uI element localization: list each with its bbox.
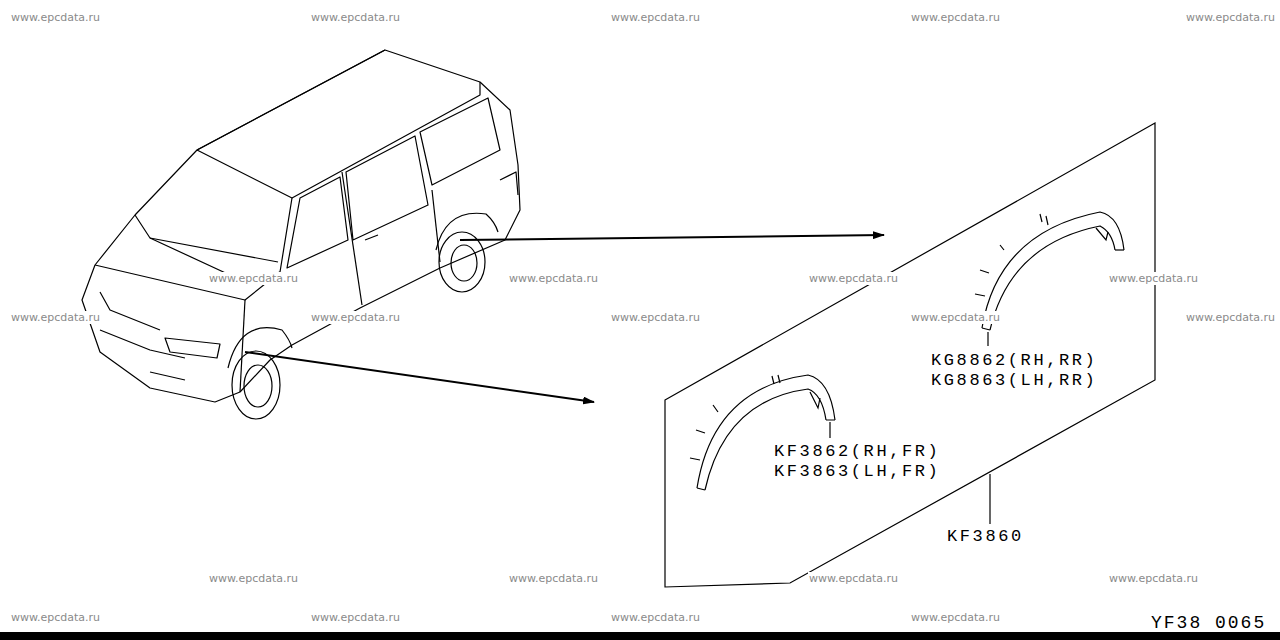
watermark: www.epcdata.ru	[610, 311, 701, 324]
watermark: www.epcdata.ru	[310, 11, 401, 24]
watermark: www.epcdata.ru	[1185, 11, 1276, 24]
part-number: KF3863(LH,FR)	[773, 462, 941, 481]
watermark: www.epcdata.ru	[910, 311, 1001, 324]
part-number: KF3860	[946, 527, 1025, 546]
watermark: www.epcdata.ru	[208, 572, 299, 585]
watermark: www.epcdata.ru	[208, 272, 299, 285]
watermark: www.epcdata.ru	[1108, 272, 1199, 285]
part-number: KF3862(RH,FR)	[773, 442, 941, 461]
watermark: www.epcdata.ru	[610, 611, 701, 624]
watermark: www.epcdata.ru	[10, 11, 101, 24]
van-drawing	[82, 50, 520, 419]
watermark: www.epcdata.ru	[508, 272, 599, 285]
parts-panel	[665, 123, 1155, 587]
watermark: www.epcdata.ru	[910, 11, 1001, 24]
diagram-code: YF38 0065	[1150, 613, 1267, 633]
watermark: www.epcdata.ru	[808, 572, 899, 585]
bottom-bar	[0, 632, 1280, 640]
part-number: KG8863(LH,RR)	[930, 371, 1098, 390]
watermark: www.epcdata.ru	[10, 611, 101, 624]
watermark: www.epcdata.ru	[610, 11, 701, 24]
watermark: www.epcdata.ru	[310, 611, 401, 624]
pointer-arrows	[245, 235, 884, 402]
rear-wheel-arch	[975, 212, 1124, 346]
watermark: www.epcdata.ru	[910, 611, 1001, 624]
watermark: www.epcdata.ru	[1108, 572, 1199, 585]
watermark: www.epcdata.ru	[10, 311, 101, 324]
leader-line	[989, 474, 990, 524]
watermark: www.epcdata.ru	[310, 311, 401, 324]
part-number: KG8862(RH,RR)	[930, 351, 1098, 370]
watermark: www.epcdata.ru	[508, 572, 599, 585]
watermark: www.epcdata.ru	[1185, 311, 1276, 324]
watermark: www.epcdata.ru	[808, 272, 899, 285]
